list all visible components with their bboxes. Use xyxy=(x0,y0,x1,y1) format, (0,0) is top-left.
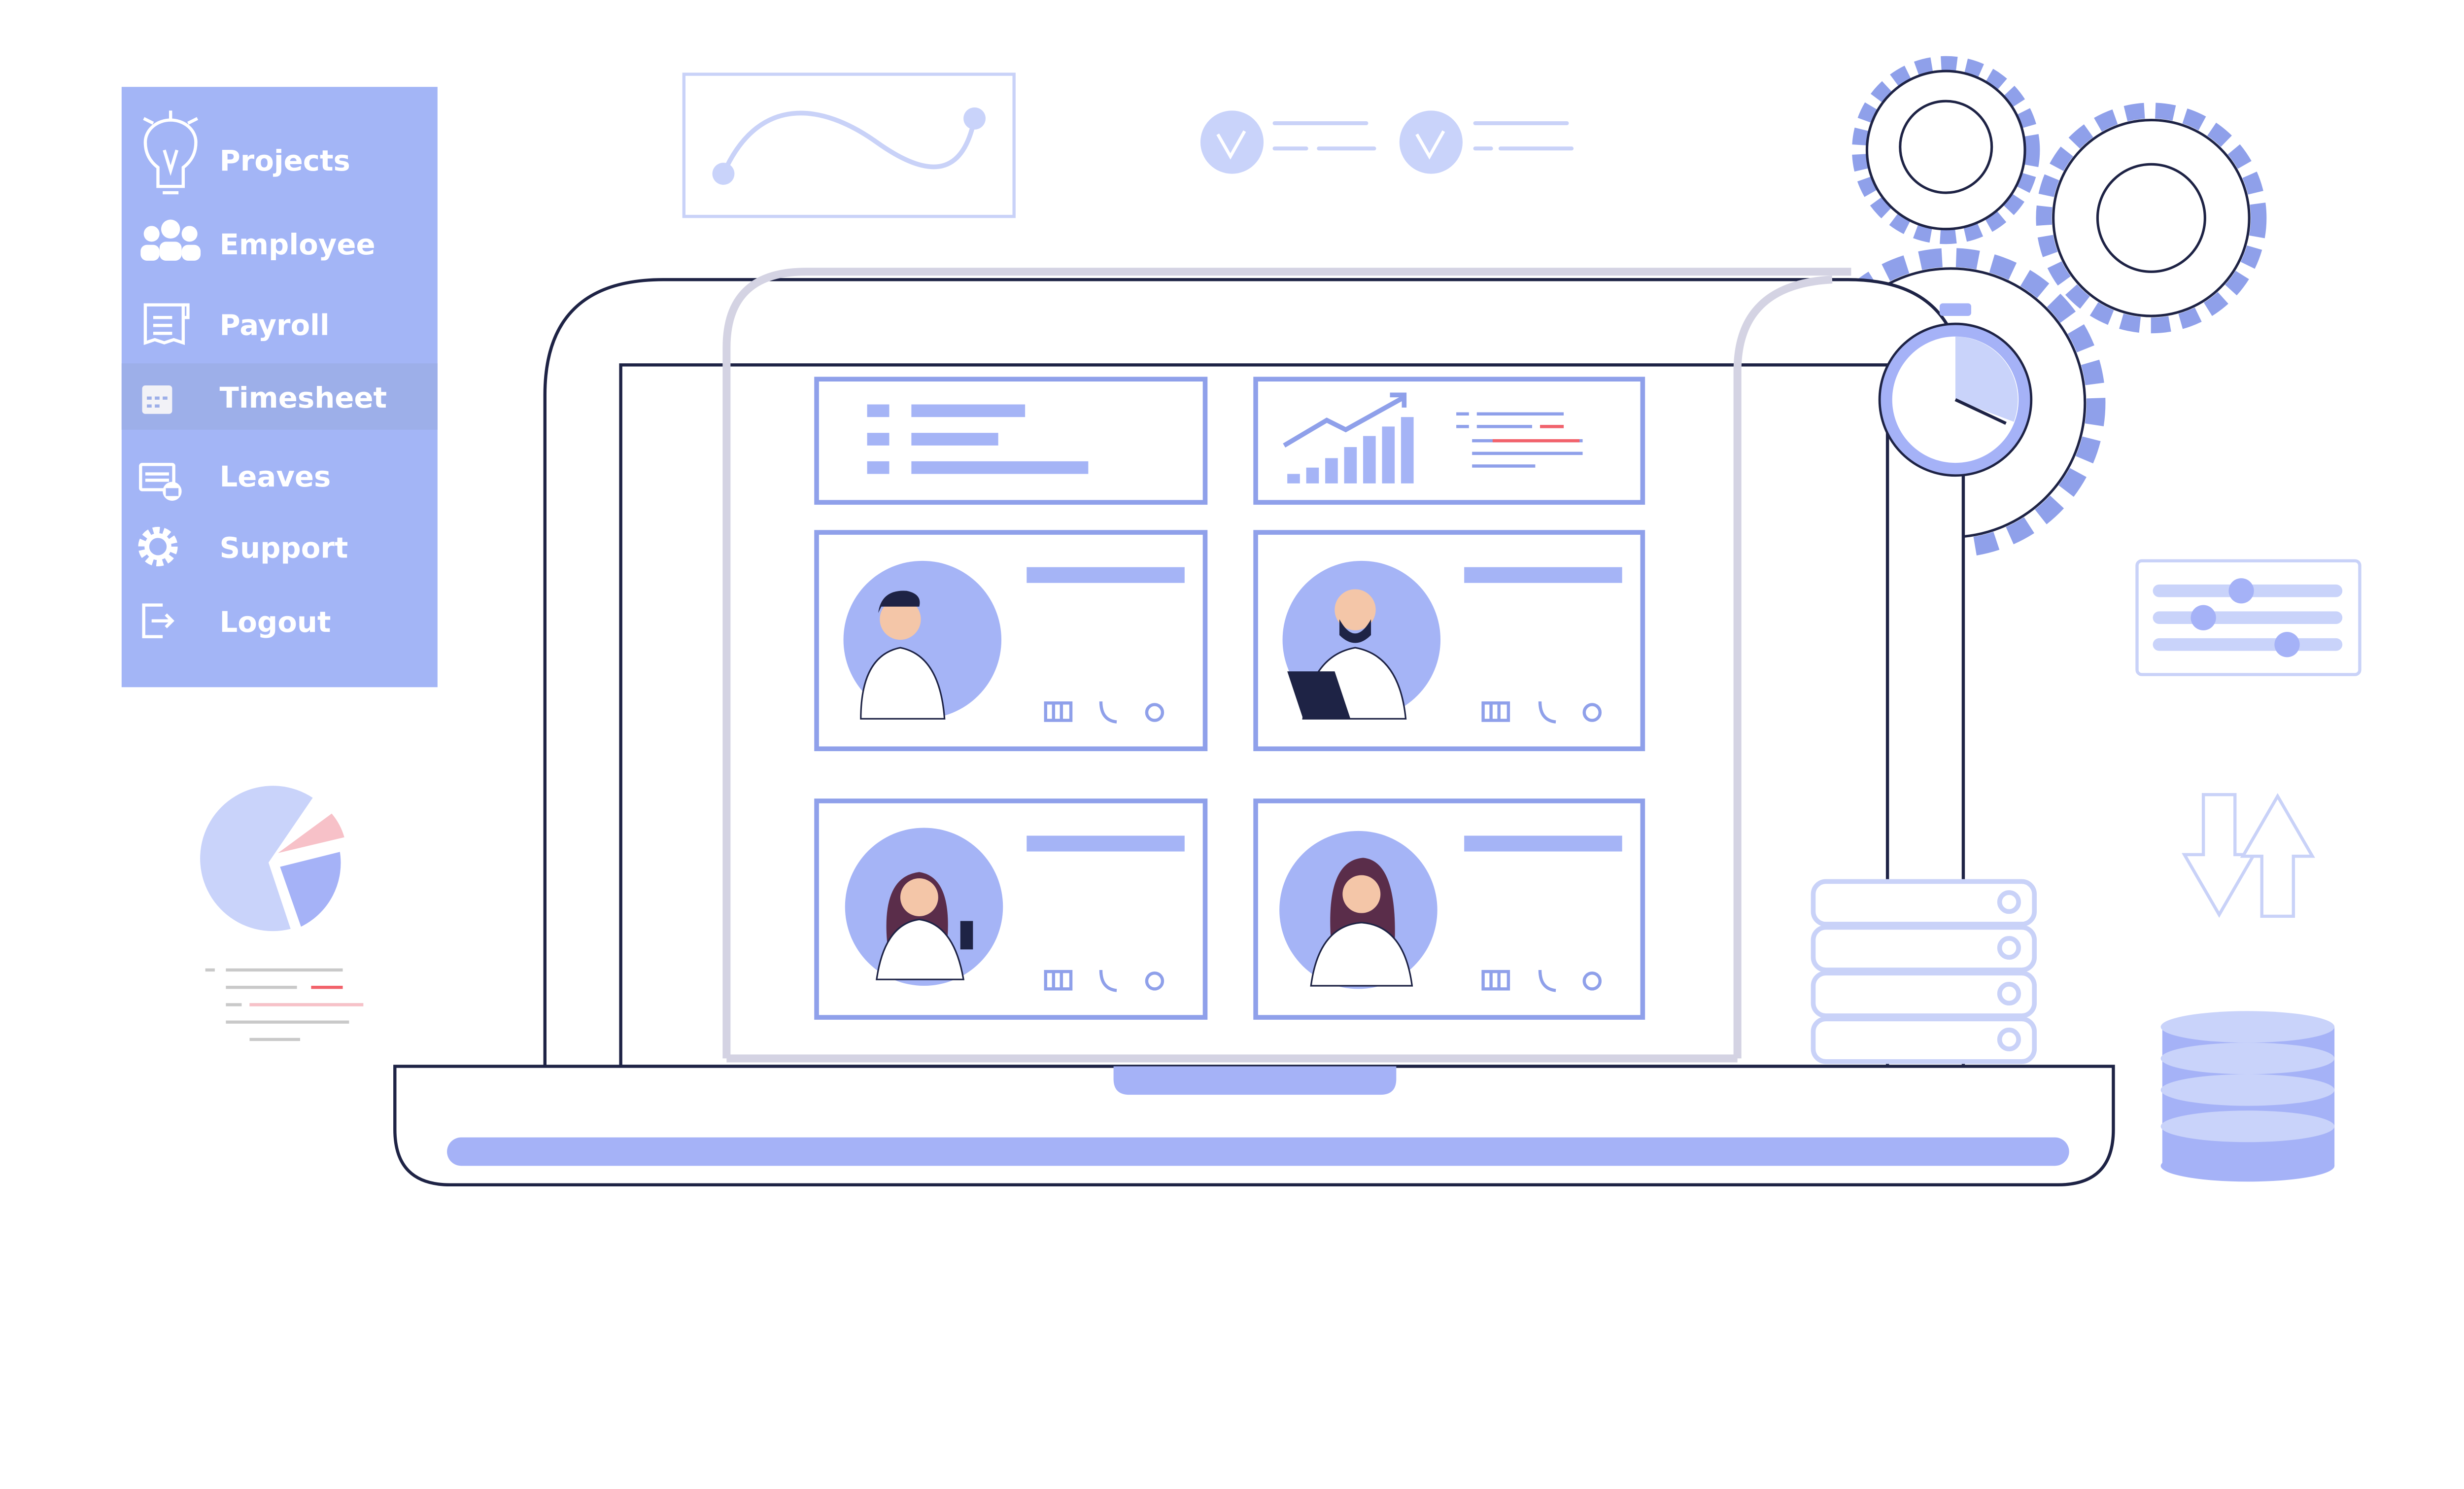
checklist xyxy=(1200,110,1574,174)
sidebar-item-projects[interactable]: Projects xyxy=(143,110,350,195)
sidebar-item-logout[interactable]: Logout xyxy=(142,603,331,639)
sidebar-item-label: Logout xyxy=(220,605,331,639)
lightbulb-icon xyxy=(143,110,199,195)
columns-icon[interactable] xyxy=(1481,701,1510,722)
hr-dashboard-illustration: Projects Employee Payroll Timesheet xyxy=(121,56,2361,1187)
profile-card[interactable] xyxy=(1253,530,1645,752)
sidebar-item-label: Employee xyxy=(220,228,376,261)
line-chart-card xyxy=(682,72,1016,218)
profile-card[interactable] xyxy=(814,530,1208,752)
columns-icon[interactable] xyxy=(1044,970,1073,991)
sidebar-item-label: Support xyxy=(220,531,348,564)
sidebar-item-payroll[interactable]: Payroll xyxy=(143,303,330,345)
calendar-icon xyxy=(142,385,172,414)
pie-chart xyxy=(200,786,364,1041)
check-icon xyxy=(1200,110,1264,174)
logout-icon xyxy=(142,603,174,638)
sidebar-item-leaves[interactable]: Leaves xyxy=(139,460,331,501)
sidebar-item-label: Leaves xyxy=(220,460,331,493)
phone-icon[interactable] xyxy=(1538,701,1556,724)
sidebar-active-highlight xyxy=(121,363,438,430)
gear-icon[interactable] xyxy=(1145,703,1164,722)
sidebar-item-timesheet[interactable]: Timesheet xyxy=(142,381,387,415)
gear-icon xyxy=(138,526,178,567)
people-icon xyxy=(140,219,201,261)
sidebar-item-label: Payroll xyxy=(220,308,330,342)
gear-icon[interactable] xyxy=(1582,703,1602,722)
server-rack xyxy=(1811,879,2037,1064)
stopwatch-icon xyxy=(1878,303,2033,477)
calendar-briefcase-icon xyxy=(139,463,182,501)
database-icon xyxy=(2160,1011,2335,1182)
receipt-icon xyxy=(143,303,190,345)
columns-icon[interactable] xyxy=(1481,970,1510,991)
sidebar-item-label: Timesheet xyxy=(220,381,387,415)
profile-card[interactable] xyxy=(1253,798,1645,1020)
gear-icon[interactable] xyxy=(1582,971,1602,991)
check-icon xyxy=(1399,110,1463,174)
sliders-panel xyxy=(2135,559,2361,676)
summary-card-list xyxy=(814,377,1208,505)
summary-card-chart xyxy=(1253,377,1645,505)
columns-icon[interactable] xyxy=(1044,701,1073,722)
phone-icon[interactable] xyxy=(1538,970,1556,992)
phone-icon[interactable] xyxy=(1099,701,1117,724)
sidebar-item-support[interactable]: Support xyxy=(138,526,348,567)
transfer-arrows-icon xyxy=(2182,793,2315,918)
sidebar-item-label: Projects xyxy=(220,144,350,177)
sidebar: Projects Employee Payroll Timesheet xyxy=(121,87,438,688)
phone-icon[interactable] xyxy=(1099,970,1117,992)
gear-icon[interactable] xyxy=(1145,971,1164,991)
profile-card[interactable] xyxy=(814,798,1208,1020)
sidebar-item-employee[interactable]: Employee xyxy=(140,219,376,262)
